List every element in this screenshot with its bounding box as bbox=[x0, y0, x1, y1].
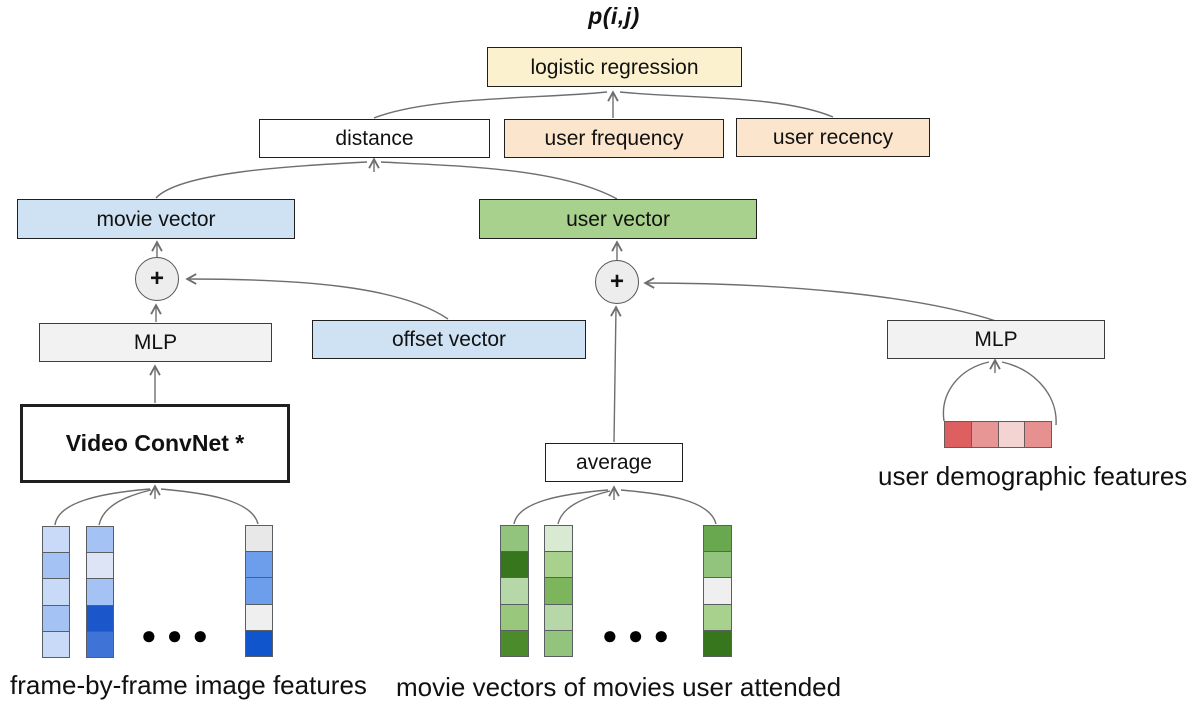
arrow-demo-left-to-mlp2 bbox=[942, 361, 990, 422]
vector-cell bbox=[245, 577, 273, 605]
average-node: average bbox=[545, 443, 683, 482]
vector-cell bbox=[544, 551, 573, 579]
vector-cell bbox=[544, 629, 573, 658]
vector-cell bbox=[42, 630, 70, 659]
arrow-uservec-to-distance bbox=[380, 161, 618, 200]
arrow-offset-to-plus1 bbox=[188, 279, 449, 320]
movie-vector-column-1 bbox=[500, 525, 529, 658]
demographic-feature-row bbox=[944, 421, 1053, 448]
vector-cell bbox=[86, 604, 114, 632]
arrow-distance-to-logistic bbox=[373, 91, 608, 119]
offset-vector-node: offset vector bbox=[312, 320, 586, 359]
arrow-col3-to-convnet bbox=[160, 488, 259, 525]
vector-cell bbox=[997, 421, 1026, 448]
vector-cell bbox=[42, 578, 70, 606]
movie-ellipsis: ●●● bbox=[602, 620, 680, 650]
frame-feature-column-2 bbox=[86, 526, 114, 659]
distance-node: distance bbox=[259, 119, 490, 158]
arrow-recency-to-logistic bbox=[619, 91, 834, 118]
video-convnet-node: Video ConvNet * bbox=[20, 404, 290, 483]
mlp-left-node: MLP bbox=[39, 323, 272, 362]
movie-vector-column-2 bbox=[544, 525, 573, 658]
vector-cell bbox=[86, 526, 114, 554]
arrow-gcol1-to-average bbox=[513, 489, 609, 525]
vector-cell bbox=[944, 421, 972, 448]
vector-cell bbox=[86, 552, 114, 580]
vector-cell bbox=[544, 525, 573, 553]
arrow-mlp2-to-plus2 bbox=[646, 283, 1000, 323]
vector-cell bbox=[86, 630, 114, 659]
vector-cell bbox=[245, 525, 273, 553]
frame-ellipsis: ●●● bbox=[141, 620, 219, 650]
arrow-gcol2-to-average bbox=[557, 490, 611, 525]
vector-cell bbox=[245, 629, 273, 658]
frame-feature-column-3 bbox=[245, 525, 273, 658]
vector-cell bbox=[245, 551, 273, 579]
vector-cell bbox=[42, 604, 70, 632]
mlp-right-node: MLP bbox=[887, 320, 1105, 359]
movie-vector-node: movie vector bbox=[17, 199, 295, 239]
vector-cell bbox=[86, 578, 114, 606]
arrow-movievec-to-distance bbox=[155, 161, 368, 199]
plus-node-user: + bbox=[595, 260, 639, 304]
movie-vectors-caption: movie vectors of movies user attended bbox=[396, 672, 842, 702]
vector-cell bbox=[703, 603, 732, 631]
vector-cell bbox=[544, 603, 573, 631]
vector-cell bbox=[42, 552, 70, 580]
vector-cell bbox=[703, 577, 732, 605]
arrow-col1-to-convnet bbox=[54, 488, 151, 526]
output-probability-label: p(i,j) bbox=[588, 3, 640, 29]
vector-cell bbox=[42, 526, 70, 554]
user-recency-node: user recency bbox=[736, 118, 930, 157]
vector-cell bbox=[500, 603, 529, 631]
arrow-gcol3-to-average bbox=[620, 489, 717, 525]
user-frequency-node: user frequency bbox=[504, 119, 724, 158]
user-vector-node: user vector bbox=[479, 199, 757, 239]
vector-cell bbox=[500, 629, 529, 658]
vector-cell bbox=[703, 551, 732, 579]
vector-cell bbox=[500, 551, 529, 579]
movie-vector-column-3 bbox=[703, 525, 732, 658]
vector-cell bbox=[970, 421, 999, 448]
logistic-regression-node: logistic regression bbox=[487, 47, 742, 87]
vector-cell bbox=[1024, 421, 1053, 448]
arrow-average-to-plus2 bbox=[614, 308, 616, 443]
vector-cell bbox=[703, 629, 732, 658]
user-demographics-caption: user demographic features bbox=[878, 461, 1188, 491]
vector-cell bbox=[544, 577, 573, 605]
plus-node-movie: + bbox=[135, 257, 179, 301]
vector-cell bbox=[703, 525, 732, 553]
arrow-col2-to-convnet bbox=[98, 489, 152, 526]
frame-feature-column-1 bbox=[42, 526, 70, 659]
vector-cell bbox=[245, 603, 273, 631]
vector-cell bbox=[500, 525, 529, 553]
vector-cell bbox=[500, 577, 529, 605]
arrow-demo-right-to-mlp2 bbox=[1001, 361, 1057, 426]
frame-features-caption: frame-by-frame image features bbox=[10, 670, 367, 700]
